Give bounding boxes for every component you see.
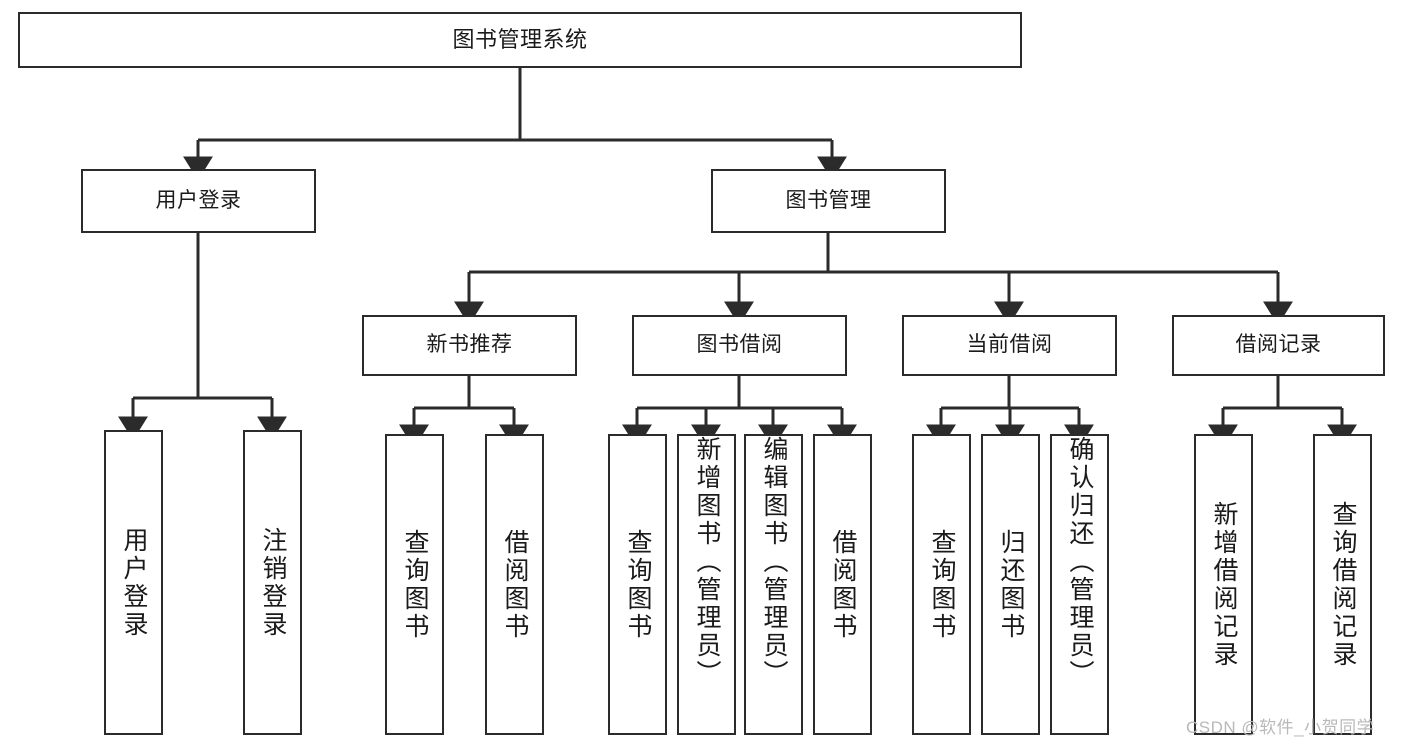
node-book-management[interactable]: 图书管理	[711, 169, 946, 233]
leaf-new-book-borrow[interactable]: 借阅图书	[485, 434, 544, 735]
node-label: 当前借阅	[966, 333, 1053, 357]
leaf-current-query-book[interactable]: 查询图书	[912, 434, 971, 735]
node-user-login[interactable]: 用户登录	[81, 169, 316, 233]
node-borrow-records[interactable]: 借阅记录	[1172, 315, 1385, 376]
leaf-borrow-edit-book-admin[interactable]: 编辑图书（管理员）	[744, 434, 803, 735]
node-current-borrow[interactable]: 当前借阅	[902, 315, 1117, 376]
node-label: 查询图书	[401, 528, 429, 641]
node-label: 查询图书	[624, 528, 652, 641]
node-label: 图书借阅	[696, 333, 783, 357]
leaf-current-confirm-return-admin[interactable]: 确认归还（管理员）	[1050, 434, 1109, 735]
node-label: 编辑图书（管理员）	[760, 436, 788, 688]
leaf-user-login-signin[interactable]: 用户登录	[104, 430, 163, 735]
leaf-borrow-borrow-book[interactable]: 借阅图书	[813, 434, 872, 735]
node-label: 用户登录	[120, 526, 148, 639]
node-book-borrow[interactable]: 图书借阅	[632, 315, 847, 376]
node-label: 借阅图书	[829, 528, 857, 641]
node-new-book-recommend[interactable]: 新书推荐	[362, 315, 577, 376]
node-label: 图书管理系统	[452, 27, 588, 53]
node-label: 查询图书	[928, 528, 956, 641]
node-label: 用户登录	[155, 188, 242, 212]
node-label: 查询借阅记录	[1329, 500, 1357, 669]
node-label: 新增图书（管理员）	[693, 436, 721, 688]
leaf-new-book-query[interactable]: 查询图书	[385, 434, 444, 735]
leaf-borrow-query-book[interactable]: 查询图书	[608, 434, 667, 735]
node-label: 借阅图书	[501, 528, 529, 641]
leaf-current-return-book[interactable]: 归还图书	[981, 434, 1040, 735]
node-root-system[interactable]: 图书管理系统	[18, 12, 1022, 68]
csdn-watermark: CSDN @软件_小贺同学	[1186, 718, 1375, 737]
node-label: 新书推荐	[426, 333, 513, 357]
leaf-borrow-add-book-admin[interactable]: 新增图书（管理员）	[677, 434, 736, 735]
node-label: 注销登录	[259, 526, 287, 639]
node-label: 图书管理	[785, 188, 872, 212]
leaf-user-login-signout[interactable]: 注销登录	[243, 430, 302, 735]
node-label: 确认归还（管理员）	[1066, 436, 1094, 688]
leaf-records-add-record[interactable]: 新增借阅记录	[1194, 434, 1253, 735]
leaf-records-query-record[interactable]: 查询借阅记录	[1313, 434, 1372, 735]
node-label: 归还图书	[997, 528, 1025, 641]
node-label: 新增借阅记录	[1210, 500, 1238, 669]
node-label: 借阅记录	[1235, 333, 1322, 357]
